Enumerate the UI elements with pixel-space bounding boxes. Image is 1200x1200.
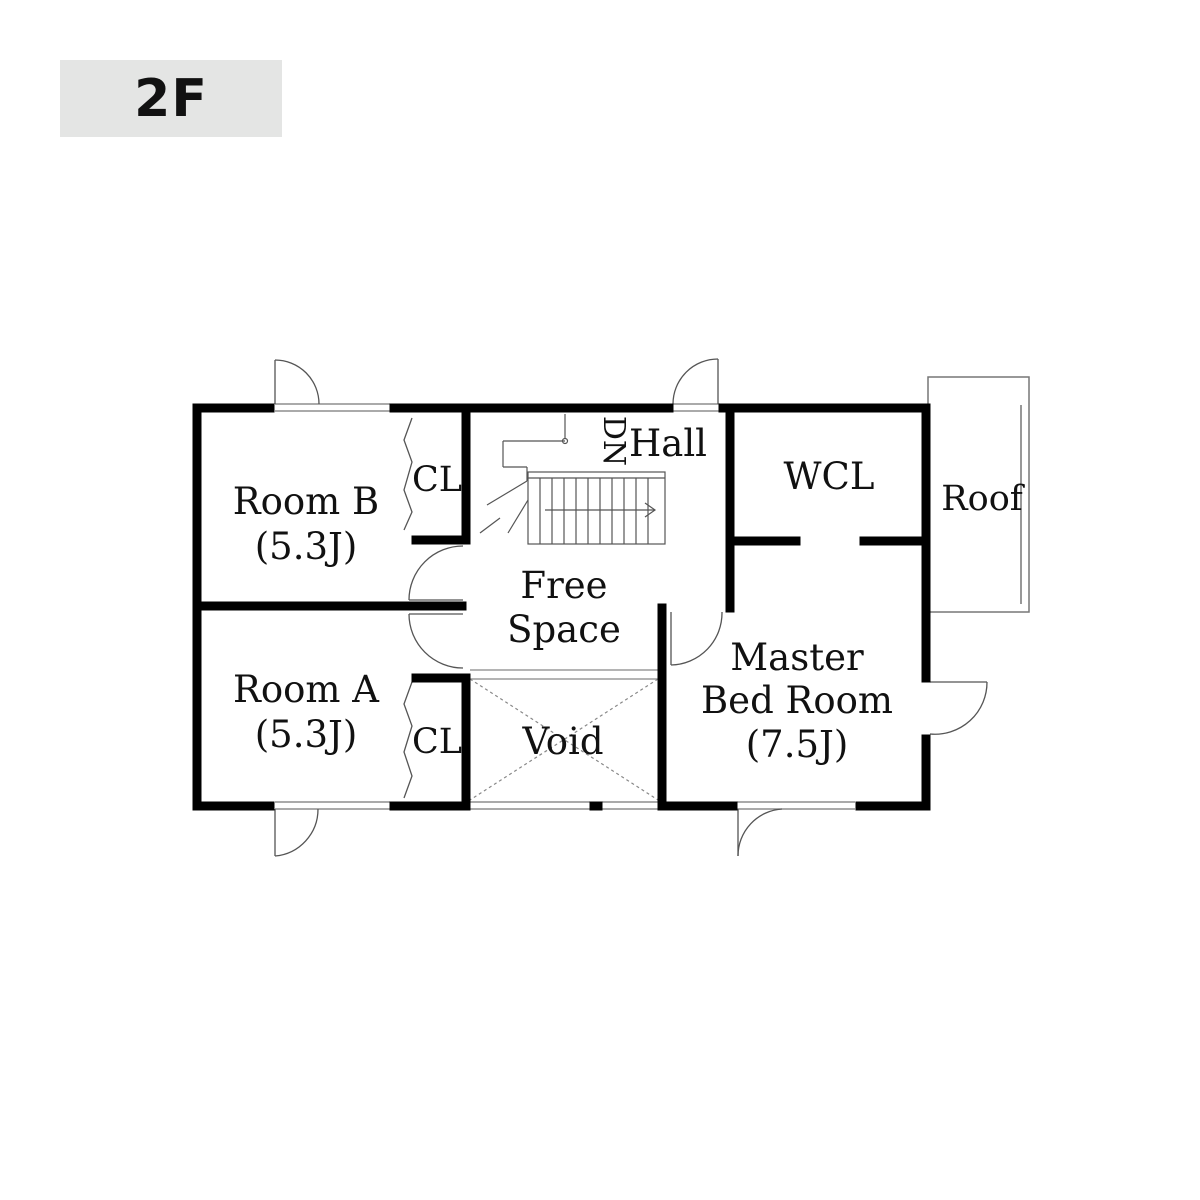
room-b-size: (5.3J) (255, 525, 358, 568)
master-label-line1: Master (730, 636, 864, 679)
room-b-name: Room B (233, 480, 379, 523)
roof-label: Roof (941, 479, 1025, 519)
hall-label: Hall (629, 422, 707, 465)
master-label-line2: Bed Room (701, 679, 893, 722)
staircase (479, 414, 666, 545)
free-space-label-line2: Space (507, 608, 621, 651)
door-swings (274, 358, 988, 857)
master-size: (7.5J) (746, 723, 849, 766)
windows (275, 403, 855, 810)
free-space-label-line1: Free (520, 564, 607, 607)
void-label: Void (521, 720, 603, 763)
closet-b-label: CL (412, 460, 462, 500)
room-labels: Room B (5.3J) Room A (5.3J) CL CL Hall D… (233, 416, 1026, 766)
floor-label-badge: 2F (60, 60, 282, 137)
wcl-label: WCL (784, 455, 875, 498)
void-outline (469, 669, 659, 801)
walls (192, 403, 931, 811)
room-a-name: Room A (233, 668, 380, 711)
floor-label: 2F (134, 68, 208, 129)
stair-direction-label: DN (596, 416, 631, 466)
room-a-size: (5.3J) (255, 713, 358, 756)
closet-a-label: CL (412, 722, 462, 762)
